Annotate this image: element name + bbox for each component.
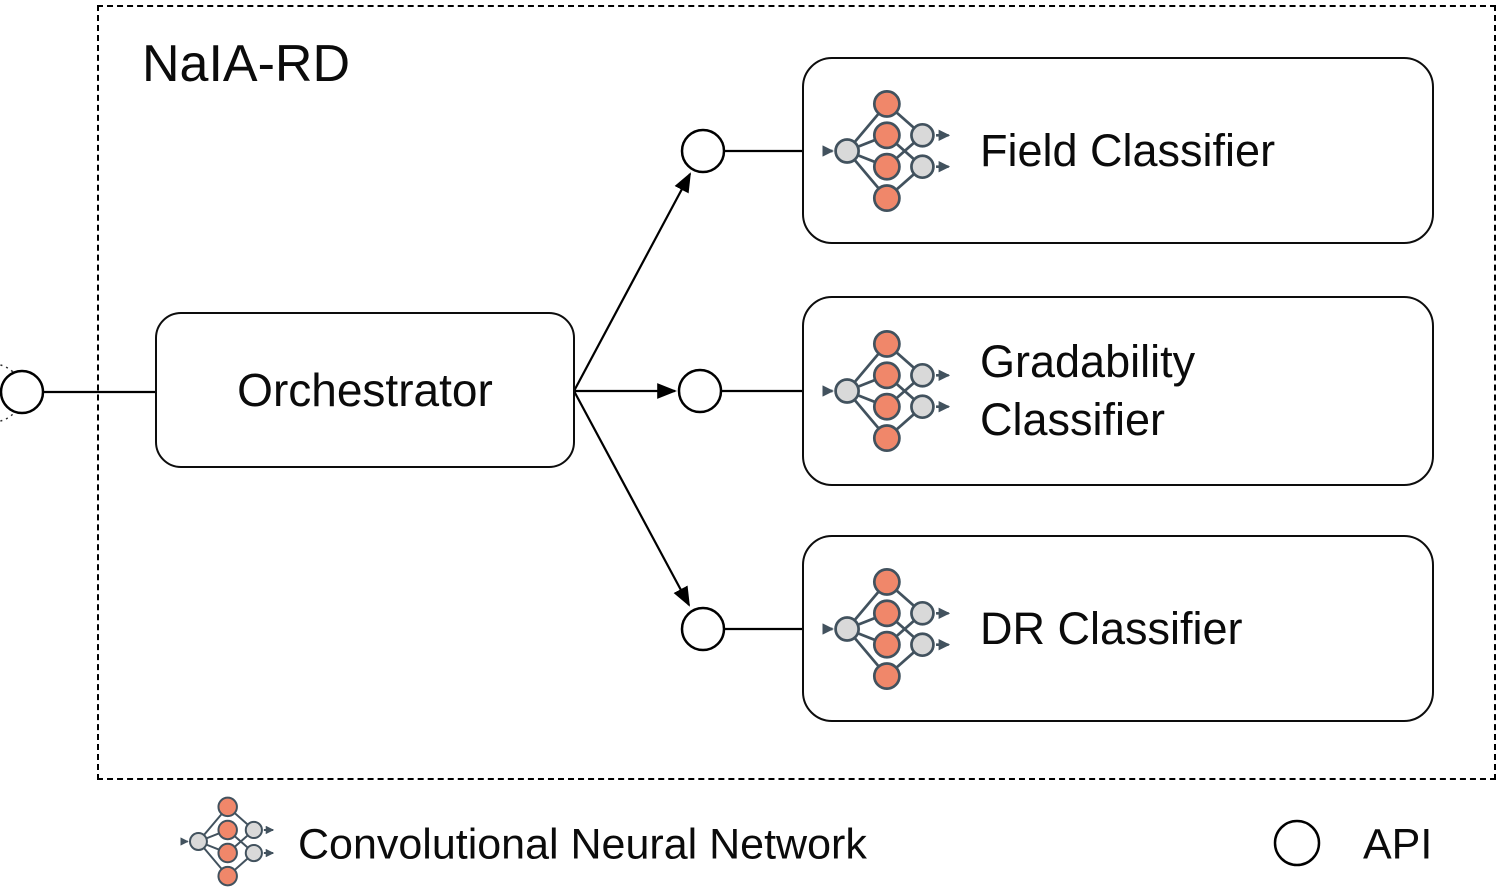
legend-api-label: API bbox=[1363, 820, 1433, 869]
api-circle-input bbox=[0, 369, 45, 415]
gradability-classifier-label: Gradability Classifier bbox=[980, 336, 1196, 445]
orchestrator-box: Orchestrator bbox=[155, 312, 575, 468]
cnn-icon bbox=[822, 87, 958, 215]
clipped-dotted-shape bbox=[0, 364, 23, 422]
gradability-classifier-box: Gradability Classifier bbox=[802, 296, 1434, 486]
cnn-icon bbox=[822, 565, 958, 693]
legend-cnn-label: Convolutional Neural Network bbox=[298, 820, 867, 869]
system-boundary bbox=[97, 5, 1496, 780]
legend-cnn-icon bbox=[180, 793, 280, 890]
field-classifier-box: Field Classifier bbox=[802, 57, 1434, 244]
orchestrator-label: Orchestrator bbox=[237, 364, 493, 416]
field-classifier-label: Field Classifier bbox=[980, 124, 1276, 176]
dr-classifier-box: DR Classifier bbox=[802, 535, 1434, 722]
dr-classifier-label: DR Classifier bbox=[980, 602, 1243, 654]
cnn-icon bbox=[822, 327, 958, 455]
system-title: NaIA-RD bbox=[142, 35, 351, 93]
legend-api-circle bbox=[1273, 819, 1321, 867]
